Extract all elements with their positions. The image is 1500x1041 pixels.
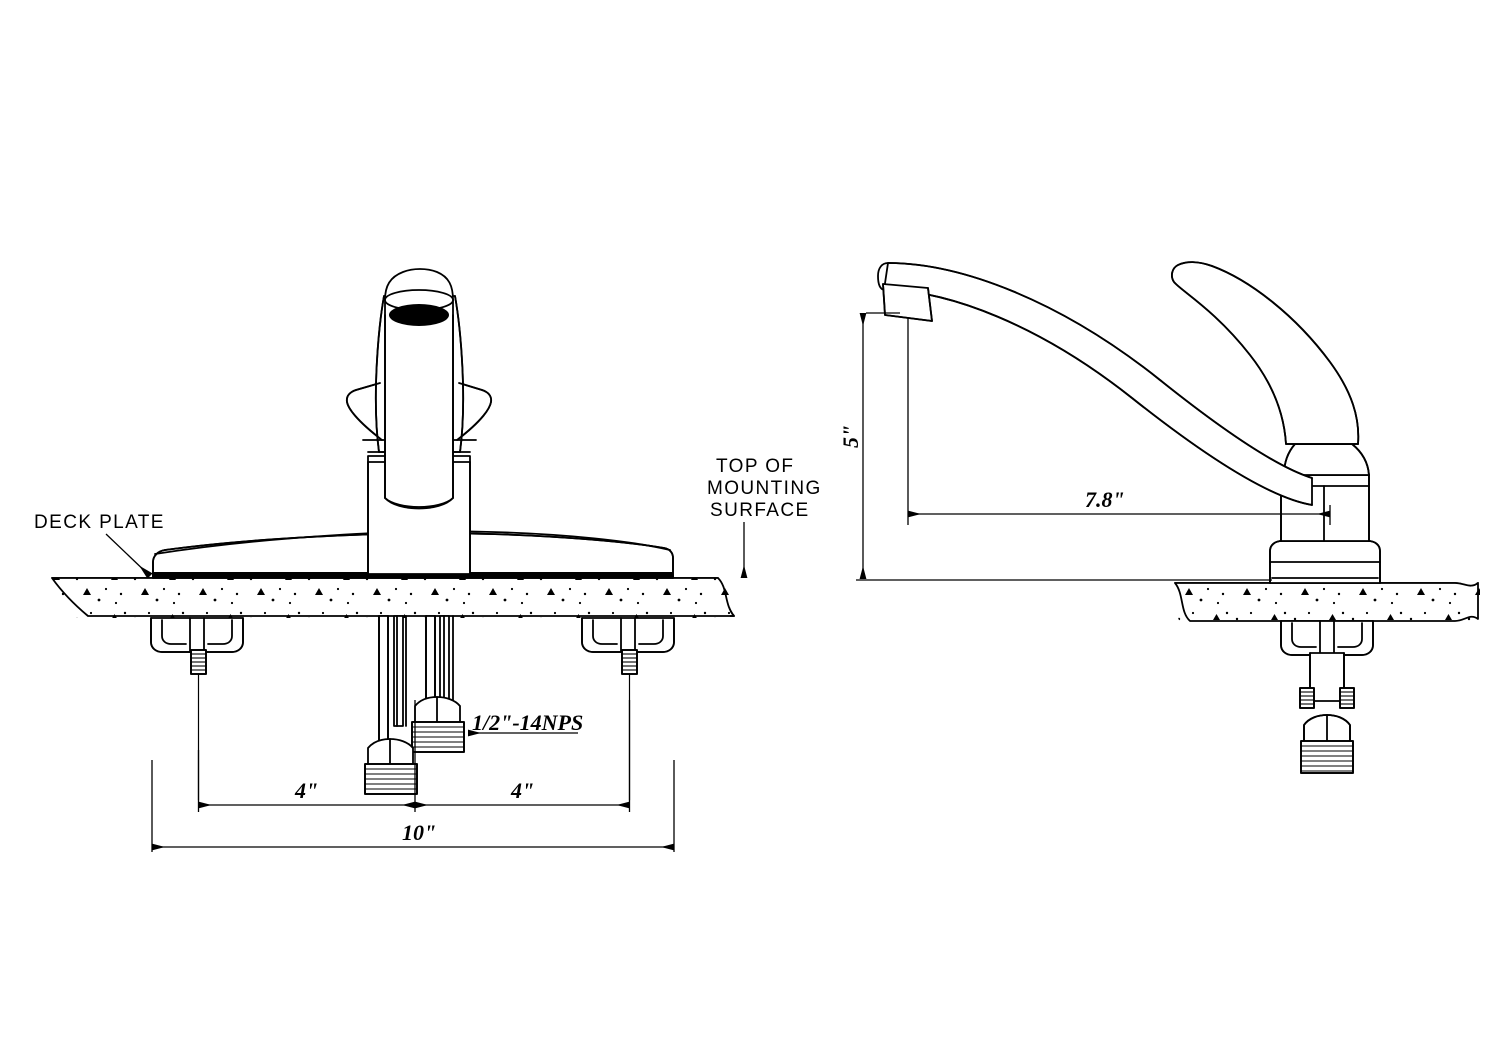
dimension-4in-left-label: 4" <box>294 778 318 803</box>
countertop-left <box>50 577 735 618</box>
deck-plate-gasket <box>153 572 673 578</box>
side-elevation-view: 5" 7.8" <box>838 261 1480 774</box>
mounting-bracket-right <box>581 617 675 801</box>
deck-plate-leader-line <box>105 533 153 579</box>
mounting-surface-label-line1: TOP OF <box>716 456 794 477</box>
dimension-4in-right-label: 4" <box>510 778 534 803</box>
mounting-bracket-left <box>150 617 244 801</box>
thread-hatch-upper <box>412 726 464 748</box>
stud-thread-right <box>622 653 637 671</box>
thread-spec-label: 1/2"-14NPS <box>472 710 583 735</box>
lever-handle-side <box>1171 261 1360 445</box>
thread-hatch-lower <box>365 768 417 790</box>
spout-bore-opening <box>389 304 449 326</box>
mounting-surface-annotation: TOP OF MOUNTING SURFACE <box>707 456 822 578</box>
dimension-10in-overall: 10" <box>151 760 675 852</box>
dimension-5in-height: 5" <box>838 312 1272 581</box>
supply-fitting-upper-front <box>411 696 465 753</box>
aerator-tip-side <box>882 283 933 322</box>
dimension-5in-label: 5" <box>838 425 863 448</box>
dimension-4in-right: 4" <box>415 700 631 812</box>
mounting-surface-label-line3: SURFACE <box>710 500 810 521</box>
base-escutcheon-side <box>1269 540 1381 584</box>
countertop-right <box>1165 582 1480 623</box>
undercounter-assembly-side <box>1280 620 1374 774</box>
mounting-surface-label-line2: MOUNTING <box>707 478 822 499</box>
front-elevation-view: DECK PLATE TOP OF MOUNTING SURFACE 1/2"-… <box>34 268 822 852</box>
deck-plate-label: DECK PLATE <box>34 512 165 533</box>
spout-arc-side <box>877 262 1313 506</box>
dimension-7p8in-label: 7.8" <box>1085 487 1125 512</box>
deck-plate-annotation: DECK PLATE <box>34 512 165 579</box>
dimension-7p8in-reach: 7.8" <box>907 318 1331 525</box>
dimension-4in-left: 4" <box>197 700 416 812</box>
thread-hatch-side <box>1301 745 1353 772</box>
thread-spec-annotation: 1/2"-14NPS <box>468 710 583 737</box>
stud-thread-left <box>191 653 206 671</box>
faucet-body-front <box>345 268 493 577</box>
dimension-10in-label: 10" <box>402 820 436 845</box>
supply-fitting-lower-front <box>364 738 418 795</box>
